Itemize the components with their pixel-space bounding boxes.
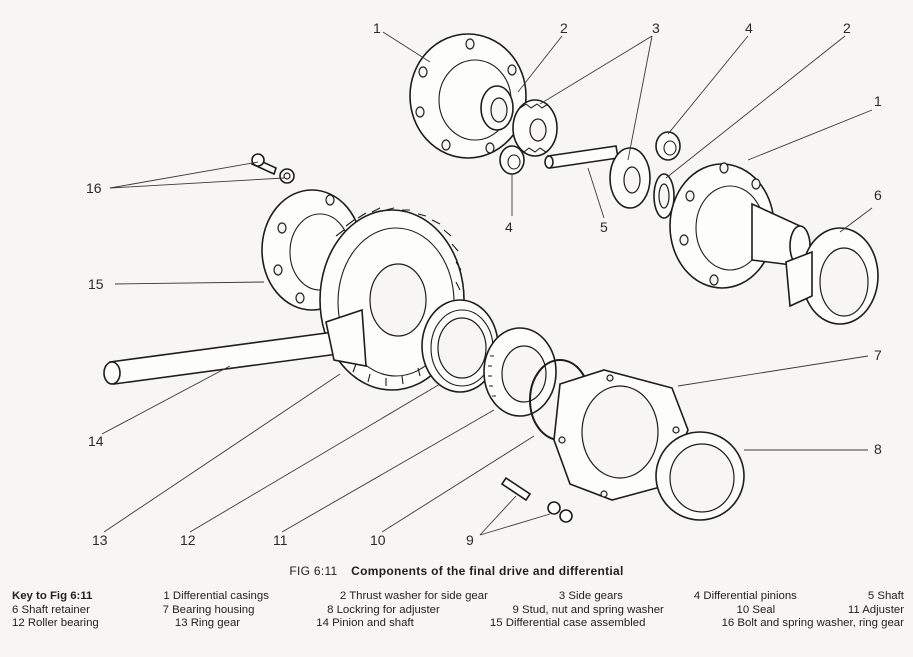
key-item: 4 Differential pinions <box>693 590 797 602</box>
callout-3: 3 <box>652 20 660 36</box>
key-item: 9 Stud, nut and spring washer <box>512 603 664 616</box>
leader-lines <box>101 31 873 536</box>
exploded-diagram: 1 2 3 4 2 1 6 16 4 5 15 7 8 14 13 12 11 … <box>86 20 882 548</box>
key-title: Key to Fig 6:11 <box>12 590 93 602</box>
callout-10: 10 <box>370 532 386 548</box>
callout-2-lower: 2 <box>843 20 851 36</box>
figure-number: FIG 6:11 <box>289 564 338 578</box>
key-item: 3 Side gears <box>558 590 623 602</box>
key-item: 15 Differential case assembled <box>489 617 646 629</box>
callout-12: 12 <box>180 532 196 548</box>
callout-14: 14 <box>88 433 104 449</box>
key-row-3: 12 Roller bearing 13 Ring gear 14 Pinion… <box>12 617 904 631</box>
differential-pinion-left <box>499 145 525 175</box>
key-item: 5 Shaft <box>867 590 904 602</box>
callout-13: 13 <box>92 532 108 548</box>
side-gear-upper <box>512 99 558 157</box>
key-item: 10 Seal <box>736 603 776 616</box>
roller-bearing <box>421 299 499 393</box>
figure-caption: FIG 6:11 Components of the final drive a… <box>0 564 913 578</box>
callout-11: 11 <box>273 532 288 548</box>
key-item: 11 Adjuster <box>847 603 904 616</box>
callout-4-upper: 4 <box>745 20 753 36</box>
key-item: 14 Pinion and shaft <box>316 617 414 629</box>
figure-title: Components of the final drive and differ… <box>351 564 624 578</box>
figure-key: Key to Fig 6:11 1 Differential casings 2… <box>12 590 904 631</box>
callout-5: 5 <box>600 219 608 235</box>
callout-7: 7 <box>874 347 882 363</box>
key-item: 1 Differential casings <box>163 590 269 602</box>
callout-16: 16 <box>86 180 102 196</box>
key-item: 12 Roller bearing <box>12 617 99 629</box>
key-row-1: Key to Fig 6:11 1 Differential casings 2… <box>12 590 904 604</box>
key-item: 2 Thrust washer for side gear <box>339 590 488 602</box>
pinion-and-shaft <box>103 308 367 385</box>
lockring <box>655 431 745 521</box>
pinion-shaft <box>544 145 619 169</box>
bearing-housing <box>553 369 689 501</box>
differential-pinion-right <box>655 131 681 161</box>
differential-casing-upper <box>409 33 527 159</box>
key-row-2: 6 Shaft retainer 7 Bearing housing 8 Loc… <box>12 604 904 618</box>
callout-9: 9 <box>466 532 474 548</box>
callout-8: 8 <box>874 441 882 457</box>
shaft-retainer <box>785 227 879 325</box>
side-gear-lower <box>609 147 675 219</box>
key-item: 7 Bearing housing <box>162 603 255 616</box>
key-item: 16 Bolt and spring washer, ring gear <box>721 617 904 629</box>
callout-labels: 1 2 3 4 2 1 6 16 4 5 15 7 8 14 13 12 11 … <box>86 20 882 548</box>
ring-gear-bolt <box>251 153 295 184</box>
key-item: 6 Shaft retainer <box>12 603 90 616</box>
callout-1-lower: 1 <box>874 93 882 109</box>
key-item: 13 Ring gear <box>174 617 241 629</box>
callout-1-upper: 1 <box>373 20 381 36</box>
callout-6: 6 <box>874 187 882 203</box>
callout-2-upper: 2 <box>560 20 568 36</box>
adjuster <box>483 327 557 417</box>
stud-nut-washer <box>500 476 573 523</box>
differential-casing-lower <box>669 162 811 289</box>
callout-4-lower: 4 <box>505 219 513 235</box>
callout-15: 15 <box>88 276 104 292</box>
key-item: 8 Lockring for adjuster <box>327 603 440 616</box>
